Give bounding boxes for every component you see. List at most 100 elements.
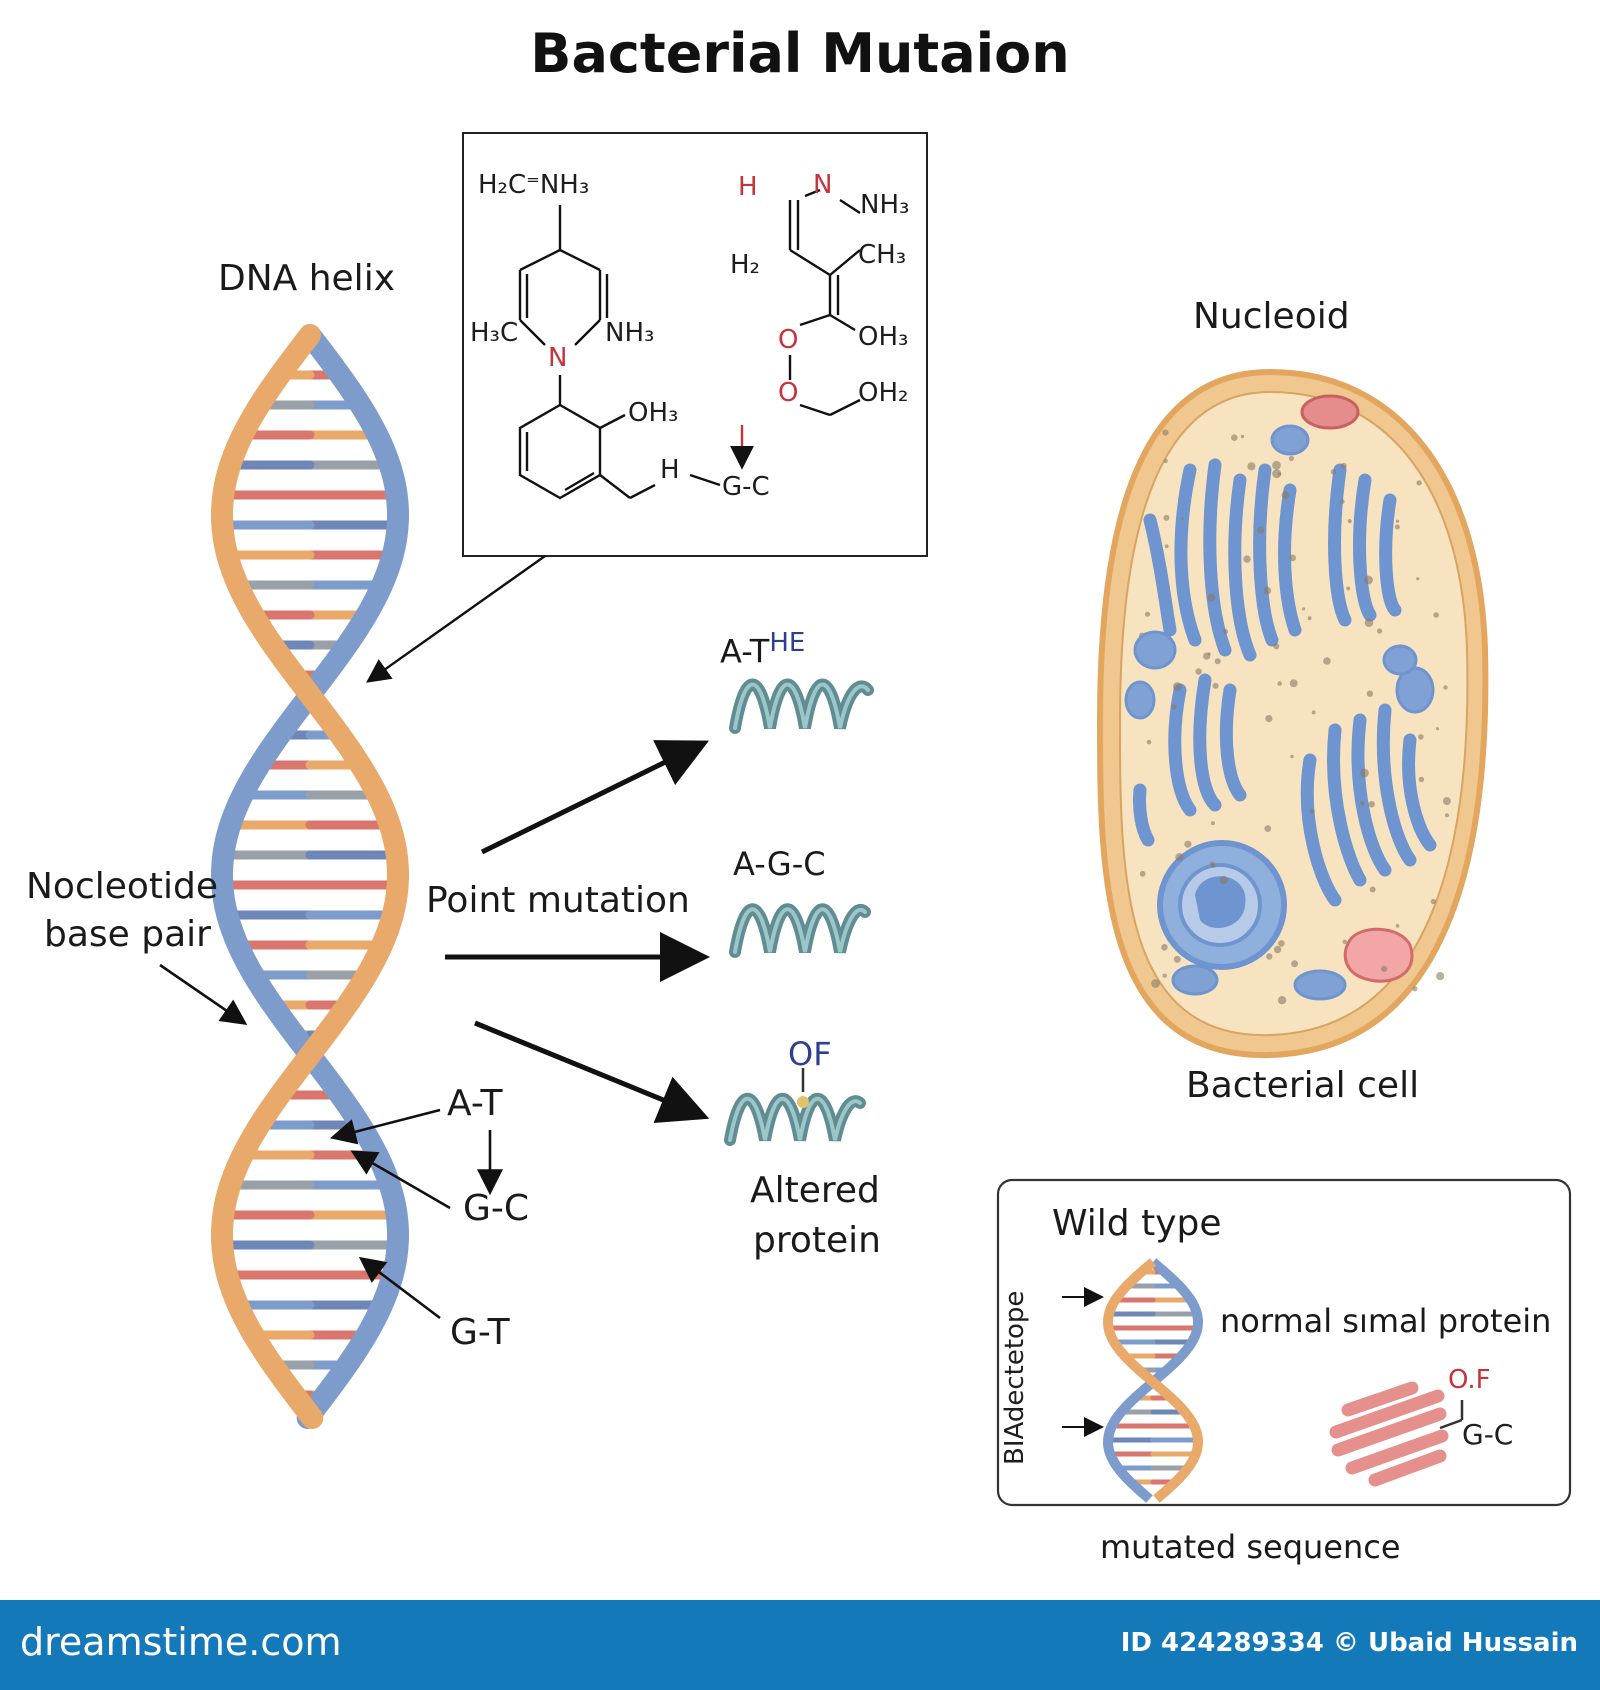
granule bbox=[1277, 996, 1287, 1005]
bacterial-cell-label: Bacterial cell bbox=[1186, 1065, 1420, 1106]
chem-h3c: H₃C bbox=[470, 318, 519, 348]
point-mutation-label: Point mutation bbox=[426, 880, 690, 921]
agc-label: A-G-C bbox=[733, 845, 826, 883]
granule bbox=[1151, 979, 1160, 988]
granule bbox=[1195, 668, 1202, 675]
granule bbox=[1340, 499, 1345, 504]
granule bbox=[1173, 955, 1181, 963]
red-organelle-top bbox=[1300, 394, 1360, 430]
granule bbox=[1207, 593, 1216, 602]
nucleoid-strand bbox=[1351, 713, 1392, 877]
footer-site[interactable]: dreamstime.com bbox=[20, 1620, 342, 1664]
granule bbox=[1288, 455, 1294, 462]
chem-r-n: N bbox=[813, 170, 833, 200]
altered-protein-line2: protein bbox=[753, 1220, 881, 1261]
granule bbox=[1307, 616, 1312, 621]
granule bbox=[1243, 555, 1251, 563]
chem-r-nh3: NH₃ bbox=[860, 190, 910, 220]
granule bbox=[1412, 986, 1418, 992]
nucleoid-strand bbox=[1379, 493, 1402, 617]
diagram-title: Bacterial Mutaion bbox=[530, 22, 1070, 85]
granule bbox=[1433, 612, 1439, 618]
dna-helix-label: DNA helix bbox=[218, 258, 395, 299]
granule bbox=[1162, 429, 1169, 436]
diagram-canvas bbox=[159, 132, 1572, 1507]
gc-arrow bbox=[350, 1150, 451, 1210]
granule bbox=[1209, 861, 1215, 867]
chem-r-oh3: OH₃ bbox=[858, 322, 909, 352]
granule bbox=[1146, 739, 1152, 745]
mutation-arrow-down bbox=[474, 1020, 710, 1124]
granule bbox=[1257, 526, 1265, 534]
chem-h: H bbox=[660, 455, 680, 485]
granule bbox=[1210, 821, 1215, 826]
organelle-blob bbox=[1293, 969, 1347, 1001]
gt-label: G-T bbox=[450, 1312, 510, 1353]
granule bbox=[1289, 679, 1298, 688]
chem-n: N bbox=[548, 343, 568, 373]
granule bbox=[1161, 944, 1168, 951]
granule bbox=[1436, 972, 1445, 981]
granule bbox=[1364, 575, 1373, 585]
granule bbox=[1263, 586, 1272, 595]
granule bbox=[1219, 875, 1228, 885]
granule bbox=[1430, 898, 1437, 905]
granule bbox=[1273, 643, 1280, 650]
nucleoid-strand bbox=[1143, 513, 1177, 637]
granule bbox=[1162, 973, 1167, 978]
granule bbox=[1416, 577, 1420, 581]
granule bbox=[1323, 657, 1331, 665]
mutated-sequence-label: mutated sequence bbox=[1100, 1528, 1401, 1566]
nucleoid-strand bbox=[1327, 723, 1367, 887]
at-he-suffix: HE bbox=[769, 628, 806, 658]
chem-r-o1: O bbox=[778, 325, 799, 355]
granule bbox=[1266, 953, 1273, 960]
pink-protein bbox=[1329, 1381, 1449, 1487]
organelle-blob bbox=[1133, 630, 1177, 670]
nucleoid-strand bbox=[1300, 753, 1342, 907]
granule bbox=[1347, 519, 1352, 524]
granule bbox=[1139, 870, 1146, 877]
nucleoid-label: Nucleoid bbox=[1193, 296, 1350, 337]
at-he-prefix: A-T bbox=[720, 632, 770, 671]
granule bbox=[1360, 768, 1369, 778]
granule bbox=[1395, 519, 1400, 523]
granule bbox=[1309, 808, 1315, 815]
granule bbox=[1445, 813, 1449, 818]
granule bbox=[1278, 940, 1285, 947]
granule bbox=[1346, 586, 1351, 591]
chem-h2c-nh3: H₂C⁼NH₃ bbox=[478, 170, 590, 200]
strand-front bbox=[211, 324, 409, 1429]
granule bbox=[1265, 715, 1273, 723]
granule bbox=[1163, 514, 1170, 521]
nucleotide-label-line2: base pair bbox=[44, 914, 211, 955]
red-organelle-bottom bbox=[1343, 927, 1414, 983]
nucleoid-strand bbox=[1219, 683, 1247, 802]
organelle-blob bbox=[1171, 964, 1219, 996]
granule bbox=[1163, 458, 1168, 464]
gc2-label: G-C bbox=[1462, 1418, 1514, 1451]
granule bbox=[1394, 524, 1400, 530]
gc2-connector bbox=[1439, 1418, 1463, 1430]
granule bbox=[1377, 628, 1383, 634]
nucleoid-strand bbox=[1193, 673, 1222, 812]
vertical-label: BIAdectetope bbox=[1000, 1290, 1030, 1465]
granule bbox=[1231, 434, 1238, 442]
organelle-blob bbox=[1270, 424, 1310, 456]
protein-wiggle-3-hl bbox=[728, 1096, 862, 1142]
granule bbox=[1435, 727, 1439, 731]
chem-nh3: NH₃ bbox=[605, 318, 655, 348]
chem-r-ch3: CH₃ bbox=[858, 240, 907, 270]
organelle-blob bbox=[1124, 680, 1156, 720]
bacterial-cell bbox=[1096, 368, 1489, 1059]
organelle-blob bbox=[1382, 644, 1418, 676]
right-molecule bbox=[788, 188, 861, 417]
granule bbox=[1291, 960, 1299, 968]
granule bbox=[1311, 710, 1316, 715]
granule bbox=[1369, 886, 1376, 893]
granule bbox=[1395, 924, 1400, 928]
gt-arrow bbox=[358, 1256, 441, 1320]
at-arrow bbox=[329, 1108, 441, 1145]
granule bbox=[1223, 629, 1229, 635]
granule bbox=[1164, 544, 1169, 549]
